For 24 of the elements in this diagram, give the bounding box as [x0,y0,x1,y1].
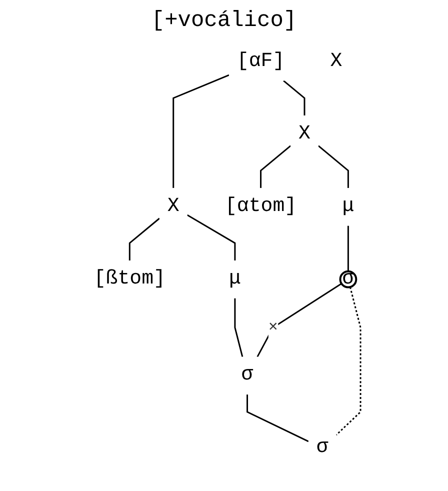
connector [336,286,362,436]
node-text: X [330,50,342,73]
edge-label: × [268,318,278,336]
node-text: X [167,194,180,218]
connector [260,145,292,188]
connector [128,218,160,260]
node-text: μ [342,194,354,218]
connector [246,394,309,442]
diagram-title: [+vocálico] [150,8,298,33]
node-text: σ [241,364,254,387]
node-text: μ [228,267,241,290]
connector [186,214,236,260]
node-text: [αF] [236,50,285,73]
node-circle: σ [339,270,358,288]
node-text: X [298,122,310,146]
connector [172,74,230,188]
node-text: [ßtom] [94,267,166,290]
connector [283,80,306,116]
connector [256,283,342,358]
connector [347,226,349,272]
node-text: σ [316,436,328,460]
node-text: [αtom] [224,194,297,218]
connector [234,298,244,357]
connector [318,145,349,188]
